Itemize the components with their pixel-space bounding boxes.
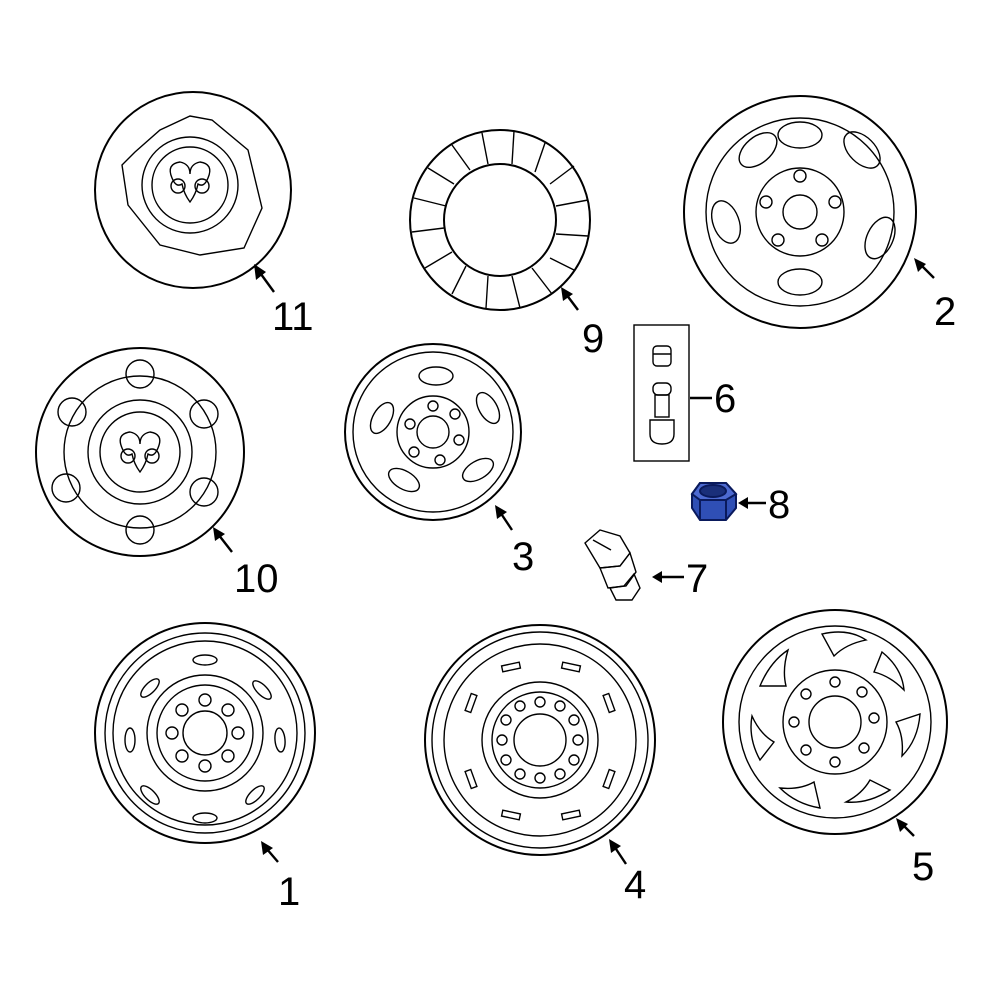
- part-7-wheel-lock[interactable]: [584, 529, 641, 601]
- part-9-wheel-cover[interactable]: [409, 129, 591, 311]
- callout-7-arrow: [652, 571, 684, 583]
- callout-9-arrow: [561, 287, 579, 311]
- callout-7: 7: [686, 557, 708, 601]
- part-8-lug-nut[interactable]: [690, 482, 738, 521]
- callout-5-arrow: [896, 818, 915, 837]
- callout-9: 9: [582, 317, 604, 361]
- callout-10: 10: [234, 557, 279, 601]
- part-1-wheel[interactable]: [94, 622, 316, 844]
- callout-5: 5: [912, 845, 934, 889]
- callout-2-arrow: [914, 258, 935, 279]
- callout-4-arrow: [609, 839, 627, 865]
- callout-8-arrow: [738, 497, 766, 509]
- part-3-wheel[interactable]: [344, 343, 522, 521]
- valve-stem-icon: [649, 382, 675, 445]
- callout-1: 1: [278, 870, 300, 914]
- callout-11: 11: [272, 295, 314, 339]
- part-10-center-cap[interactable]: [35, 347, 245, 557]
- valve-cap-icon: [652, 345, 672, 367]
- callout-4: 4: [624, 863, 646, 907]
- part-2-wheel[interactable]: [683, 95, 917, 329]
- callout-2: 2: [934, 290, 956, 334]
- callout-6: 6: [714, 377, 736, 421]
- part-6-valve-stem[interactable]: [633, 324, 690, 462]
- ram-logo-icon: [119, 431, 161, 474]
- callout-10-arrow: [213, 527, 233, 553]
- callout-3-arrow: [495, 505, 513, 531]
- callout-8: 8: [768, 483, 790, 527]
- ram-logo-icon: [169, 161, 211, 204]
- part-4-wheel[interactable]: [424, 624, 656, 856]
- callout-3: 3: [512, 535, 534, 579]
- part-5-wheel[interactable]: [722, 609, 948, 835]
- callout-1-arrow: [261, 841, 279, 863]
- callout-11-arrow: [254, 264, 275, 293]
- part-11-center-cap[interactable]: [94, 91, 292, 289]
